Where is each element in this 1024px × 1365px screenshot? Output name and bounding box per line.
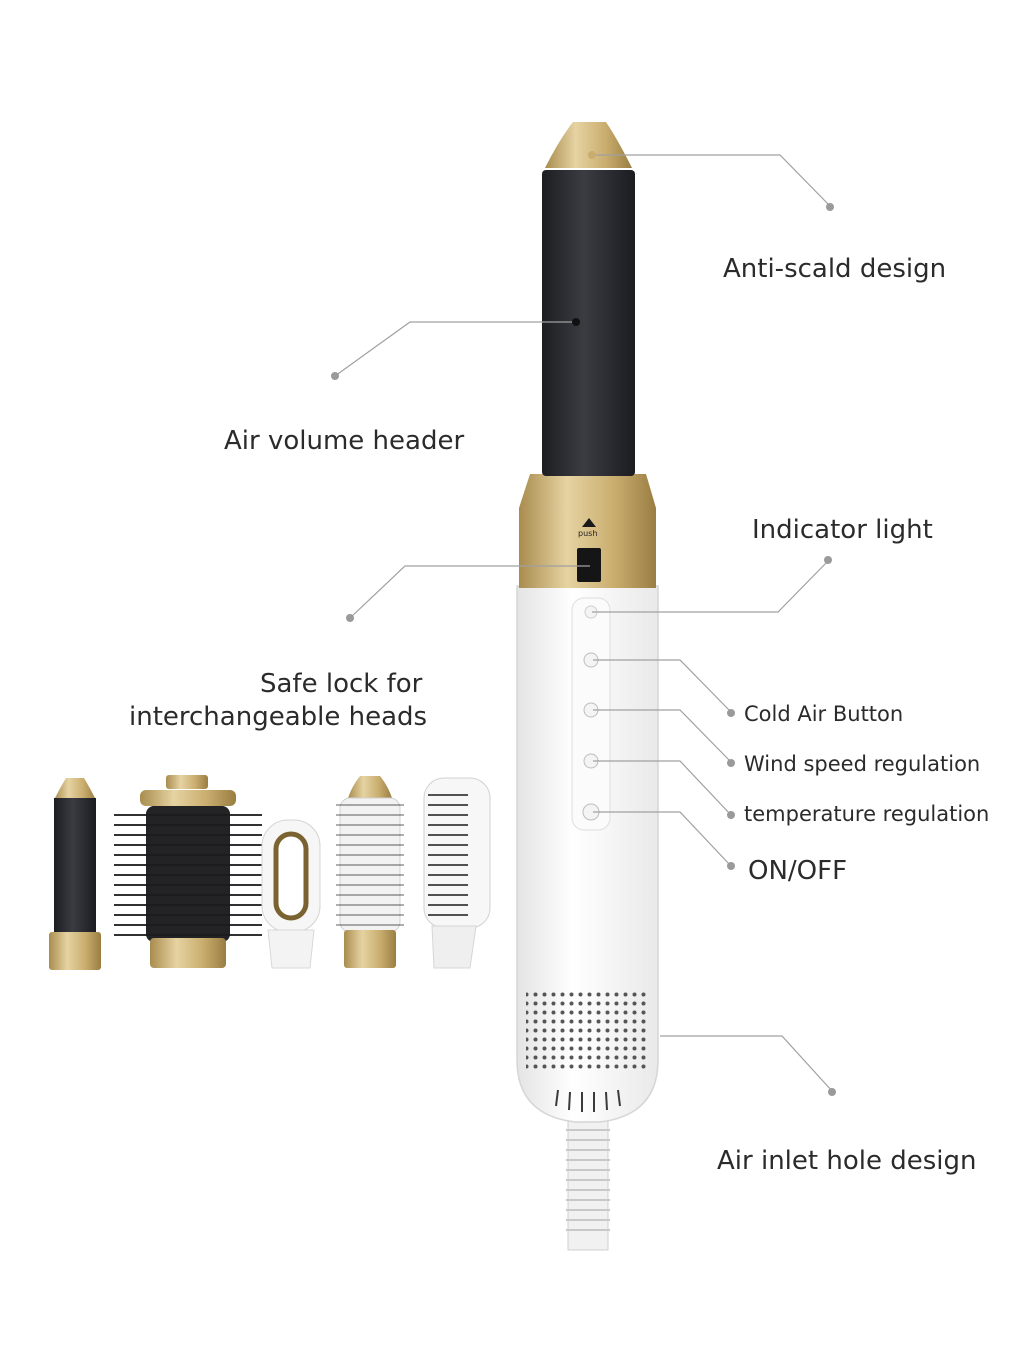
callout-air-volume: Air volume header: [224, 426, 465, 456]
attachment-small-barrel-curler: [49, 778, 101, 970]
callout-air-inlet: Air inlet hole design: [717, 1146, 977, 1176]
handle-body: [516, 585, 659, 1123]
push-label: push: [578, 529, 598, 538]
callout-safe-lock-line1: Safe lock for: [260, 669, 423, 699]
callout-anti-scald: Anti-scald design: [723, 254, 947, 284]
attachment-paddle-brush: [423, 777, 491, 969]
leader-dots: [331, 203, 836, 1096]
leader-lines: [334, 154, 833, 1092]
attachment-round-volume-brush: [114, 775, 262, 968]
callout-temperature: temperature regulation: [744, 802, 990, 826]
lock-collar: [519, 474, 656, 588]
power-cord: [566, 1119, 610, 1251]
air-volume-barrel: [542, 170, 635, 476]
attachment-round-bristle-brush: [336, 776, 404, 968]
callout-wind-speed: Wind speed regulation: [744, 752, 981, 776]
push-release-button[interactable]: [577, 548, 601, 582]
callout-cold-air: Cold Air Button: [744, 702, 904, 726]
anti-scald-tip: [545, 122, 632, 168]
callout-safe-lock-line2: interchangeable heads: [129, 702, 428, 732]
callout-indicator-light: Indicator light: [752, 515, 933, 545]
attachment-oval-concentrator: [261, 819, 321, 969]
callout-on-off: ON/OFF: [748, 856, 848, 886]
inlet-slots: [555, 1089, 621, 1112]
hair-styler-device: [516, 122, 659, 1251]
air-inlet-holes: [526, 990, 650, 1070]
push-arrow-icon: [582, 518, 596, 527]
